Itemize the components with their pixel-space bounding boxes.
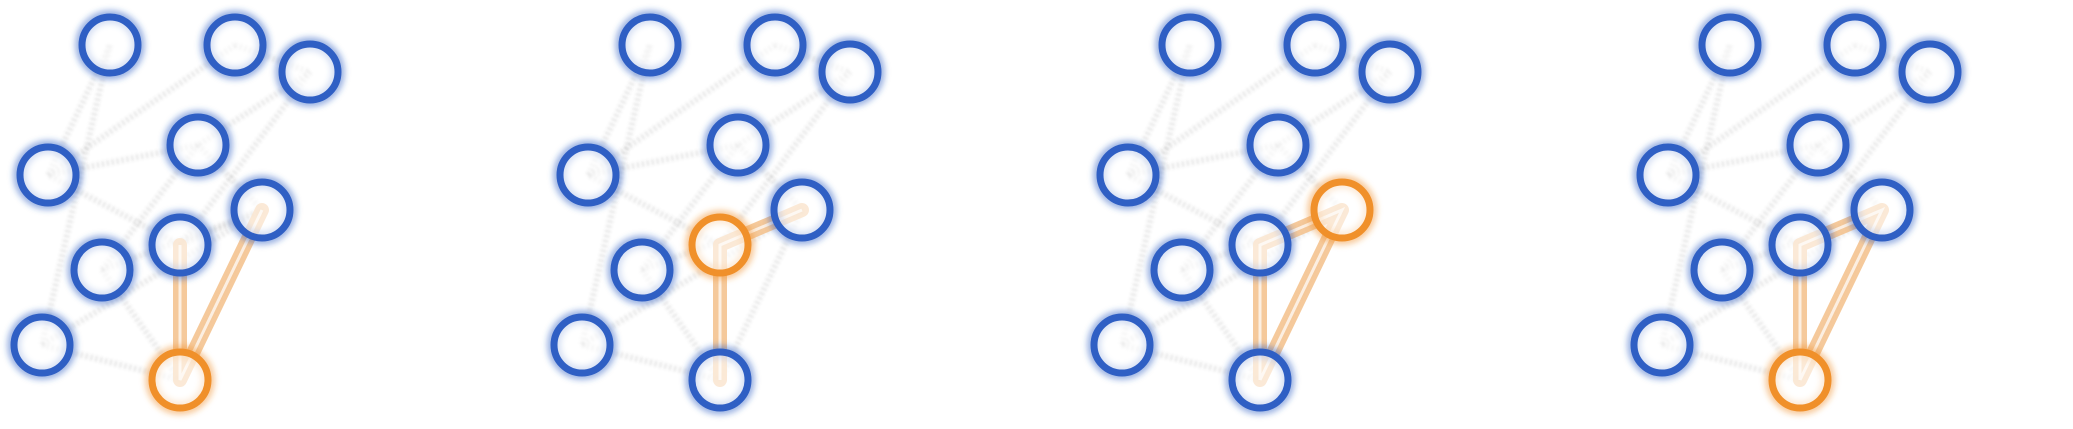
node-n6-highlighted — [1310, 178, 1374, 242]
node-n5 — [166, 113, 230, 177]
node-n3 — [278, 40, 342, 104]
edge-n7-n3 — [1257, 70, 1393, 247]
node-n1 — [618, 13, 682, 77]
edge-n9-n10 — [41, 342, 181, 383]
node-n2 — [203, 13, 267, 77]
node-n9 — [10, 313, 74, 377]
highlighted-path-core — [1258, 207, 1346, 381]
edge-n6-n9 — [1120, 207, 1344, 348]
panel-3 — [1087, 10, 1425, 415]
highlighted-path-core — [1798, 207, 1886, 381]
node-n8 — [1690, 238, 1754, 302]
node-n3 — [1358, 40, 1422, 104]
node-n10-highlighted — [1768, 348, 1832, 412]
node-n5 — [1786, 113, 1850, 177]
node-n6 — [770, 178, 834, 242]
node-n8 — [1150, 238, 1214, 302]
node-n9 — [550, 313, 614, 377]
node-n4 — [1096, 143, 1160, 207]
node-n4 — [1636, 143, 1700, 207]
edge-n7-n3 — [717, 70, 853, 247]
node-n7 — [148, 213, 212, 277]
node-n1 — [78, 13, 142, 77]
edge-n9-n10 — [581, 342, 721, 383]
node-n1 — [1698, 13, 1762, 77]
edge-n1-n9 — [579, 44, 653, 346]
edge-n7-n3 — [1797, 70, 1933, 247]
edge-n1-n9 — [1119, 44, 1193, 346]
node-n6 — [230, 178, 294, 242]
node-n9 — [1090, 313, 1154, 377]
node-n6 — [1850, 178, 1914, 242]
node-n2 — [1283, 13, 1347, 77]
edge-n7-n3 — [177, 70, 313, 247]
edge-n1-n9 — [39, 44, 113, 346]
node-n8 — [610, 238, 674, 302]
node-n5 — [706, 113, 770, 177]
node-n3 — [1898, 40, 1962, 104]
node-n8 — [70, 238, 134, 302]
edge-n9-n10 — [1661, 342, 1801, 383]
edge-n1-n9 — [1659, 44, 1733, 346]
node-n7 — [1228, 213, 1292, 277]
node-n10-highlighted — [148, 348, 212, 412]
edge-n6-n9 — [1660, 207, 1884, 348]
node-n5 — [1246, 113, 1310, 177]
edge-n6-n9 — [40, 207, 264, 348]
node-n4 — [16, 143, 80, 207]
node-n9 — [1630, 313, 1694, 377]
panel-4 — [1627, 10, 1965, 415]
node-n10 — [1228, 348, 1292, 412]
node-n3 — [818, 40, 882, 104]
edge-n6-n9 — [580, 207, 804, 348]
node-n7 — [1768, 213, 1832, 277]
edge-n9-n10 — [1121, 342, 1261, 383]
node-n7-highlighted — [688, 213, 752, 277]
node-n1 — [1158, 13, 1222, 77]
node-n2 — [1823, 13, 1887, 77]
node-n4 — [556, 143, 620, 207]
node-n10 — [688, 348, 752, 412]
node-n2 — [743, 13, 807, 77]
panel-2 — [547, 10, 885, 415]
panel-1 — [7, 10, 345, 415]
